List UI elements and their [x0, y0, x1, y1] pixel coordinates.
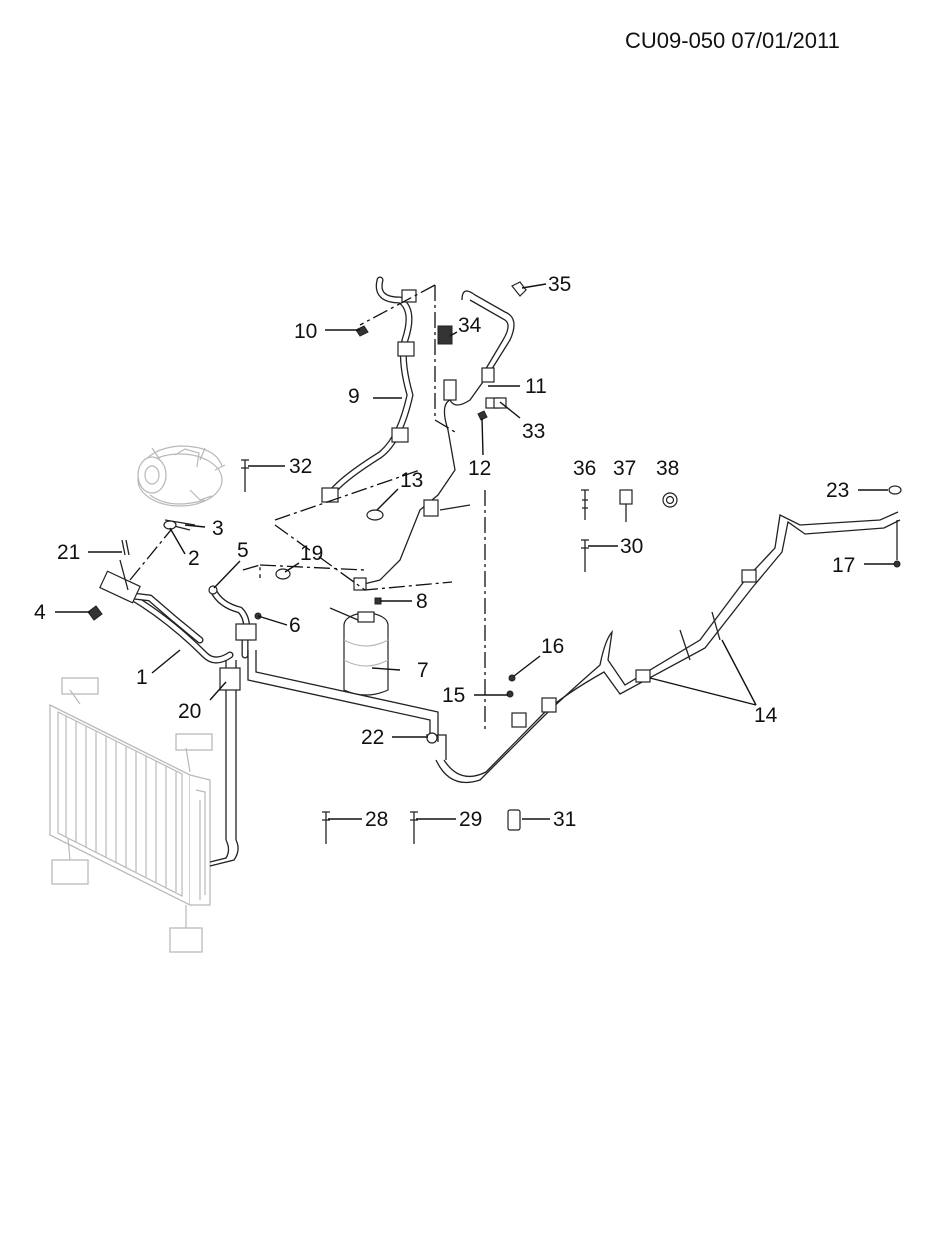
callout-labels: 1 2 3 4 5 6 7 8 9 10 11 12 13 14 15 16 1…	[34, 273, 855, 831]
callout-36: 36	[573, 457, 596, 480]
callout-31: 31	[553, 808, 576, 831]
callout-32: 32	[289, 455, 312, 478]
hose-9	[321, 276, 417, 503]
callout-8: 8	[416, 590, 428, 613]
hose-assembly-1	[99, 559, 234, 664]
hose-14	[426, 511, 901, 784]
condenser-ghost	[49, 677, 213, 953]
callout-30: 30	[620, 535, 643, 558]
callout-28: 28	[365, 808, 388, 831]
diagram-code: CU09-050 07/01/2011	[625, 28, 840, 53]
callout-34: 34	[458, 314, 482, 337]
callout-leaders	[55, 283, 894, 820]
callout-2: 2	[188, 547, 200, 570]
callout-3: 3	[212, 517, 224, 540]
callout-29: 29	[459, 808, 482, 831]
callout-19: 19	[300, 542, 323, 565]
callout-22: 22	[361, 726, 384, 749]
callout-16: 16	[541, 635, 564, 658]
callout-38: 38	[656, 457, 679, 480]
callout-1: 1	[136, 666, 148, 689]
callout-13: 13	[400, 469, 423, 492]
callout-20: 20	[178, 700, 201, 723]
callout-4: 4	[34, 601, 46, 624]
callout-33: 33	[522, 420, 545, 443]
callout-15: 15	[442, 684, 465, 707]
compressor-ghost	[137, 445, 226, 507]
callout-5: 5	[237, 539, 249, 562]
callout-9: 9	[348, 385, 360, 408]
callout-10: 10	[294, 320, 317, 343]
dashdot-leaders	[129, 284, 486, 730]
callout-35: 35	[548, 273, 571, 296]
callout-12: 12	[468, 457, 491, 480]
hose-5-6	[209, 586, 439, 742]
callout-23: 23	[826, 479, 849, 502]
callout-14: 14	[754, 704, 778, 727]
callout-17: 17	[832, 554, 855, 577]
callout-7: 7	[417, 659, 429, 682]
liquid-line-20	[209, 660, 241, 867]
receiver-drier-7	[329, 607, 389, 696]
callout-21: 21	[57, 541, 80, 564]
callout-6: 6	[289, 614, 301, 637]
callout-37: 37	[613, 457, 636, 480]
hose-11	[353, 290, 515, 591]
callout-11: 11	[525, 375, 547, 398]
parts-small	[87, 281, 902, 844]
